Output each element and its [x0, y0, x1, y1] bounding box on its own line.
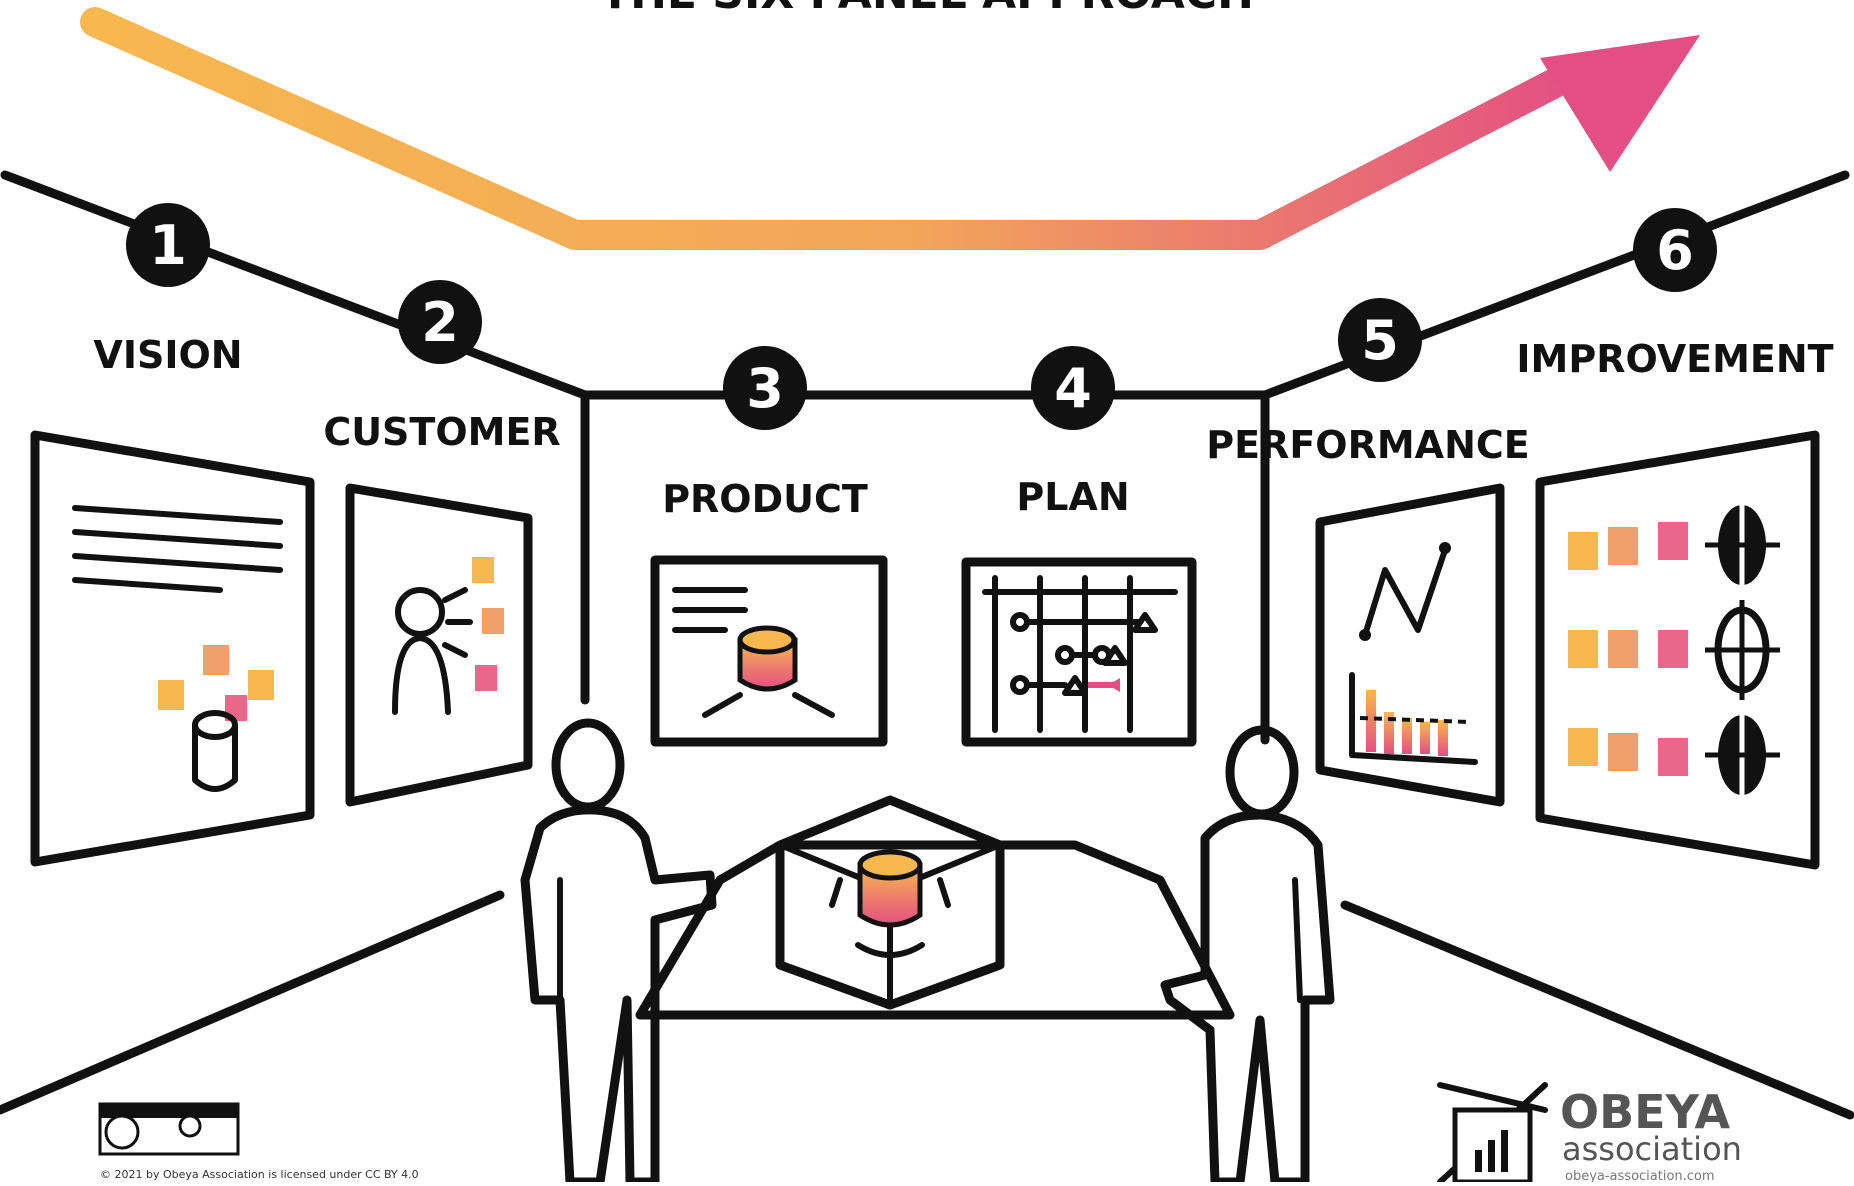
- label-product: PRODUCT: [662, 477, 868, 521]
- obeya-logo: OBEYA association obeya-association.com: [1437, 1082, 1742, 1185]
- label-vision: VISION: [93, 333, 242, 377]
- badge-1: 1: [126, 203, 210, 287]
- meeting-table: [635, 795, 1235, 1020]
- person-right: [1160, 725, 1335, 1186]
- badge-5: 5: [1338, 298, 1422, 382]
- badge-2: 2: [398, 280, 482, 364]
- label-customer: CUSTOMER: [323, 410, 560, 454]
- label-performance: PERFORMANCE: [1206, 423, 1529, 467]
- logo-url: obeya-association.com: [1565, 1169, 1715, 1182]
- badge-4-number: 4: [1054, 357, 1092, 420]
- label-improvement: IMPROVEMENT: [1516, 337, 1833, 381]
- improvement-board: [1535, 430, 1820, 870]
- person-left: [520, 718, 717, 1186]
- logo-sub: association: [1562, 1130, 1742, 1168]
- product-board: [650, 555, 888, 747]
- cylinder-icon: [857, 849, 923, 928]
- cylinder-icon: [737, 625, 798, 692]
- badge-3-number: 3: [746, 357, 784, 420]
- target-icon: [1705, 495, 1780, 805]
- logo-name: OBEYA: [1560, 1085, 1730, 1139]
- badge-4: 4: [1031, 346, 1115, 430]
- badge-3: 3: [723, 346, 807, 430]
- performance-board: [1315, 483, 1505, 807]
- customer-board: [345, 483, 533, 807]
- cc-by-icon: [98, 1102, 240, 1156]
- diagram-title: THE SIX PANEL APPROACH: [600, 0, 1254, 19]
- plan-board: [961, 557, 1197, 747]
- vision-board: [30, 430, 315, 867]
- badge-2-number: 2: [421, 291, 459, 354]
- room-outline: [0, 170, 1854, 1120]
- arrow-icon: [80, 7, 1700, 250]
- chart-icon: [1349, 542, 1478, 765]
- license-text: © 2021 by Obeya Association is licensed …: [100, 1168, 419, 1181]
- person-icon: [392, 587, 451, 715]
- badge-6-number: 6: [1656, 219, 1694, 282]
- label-plan: PLAN: [1016, 475, 1129, 519]
- badge-5-number: 5: [1361, 309, 1399, 372]
- badge-1-number: 1: [149, 214, 187, 277]
- cylinder-icon: [192, 710, 238, 792]
- badge-6: 6: [1633, 208, 1717, 292]
